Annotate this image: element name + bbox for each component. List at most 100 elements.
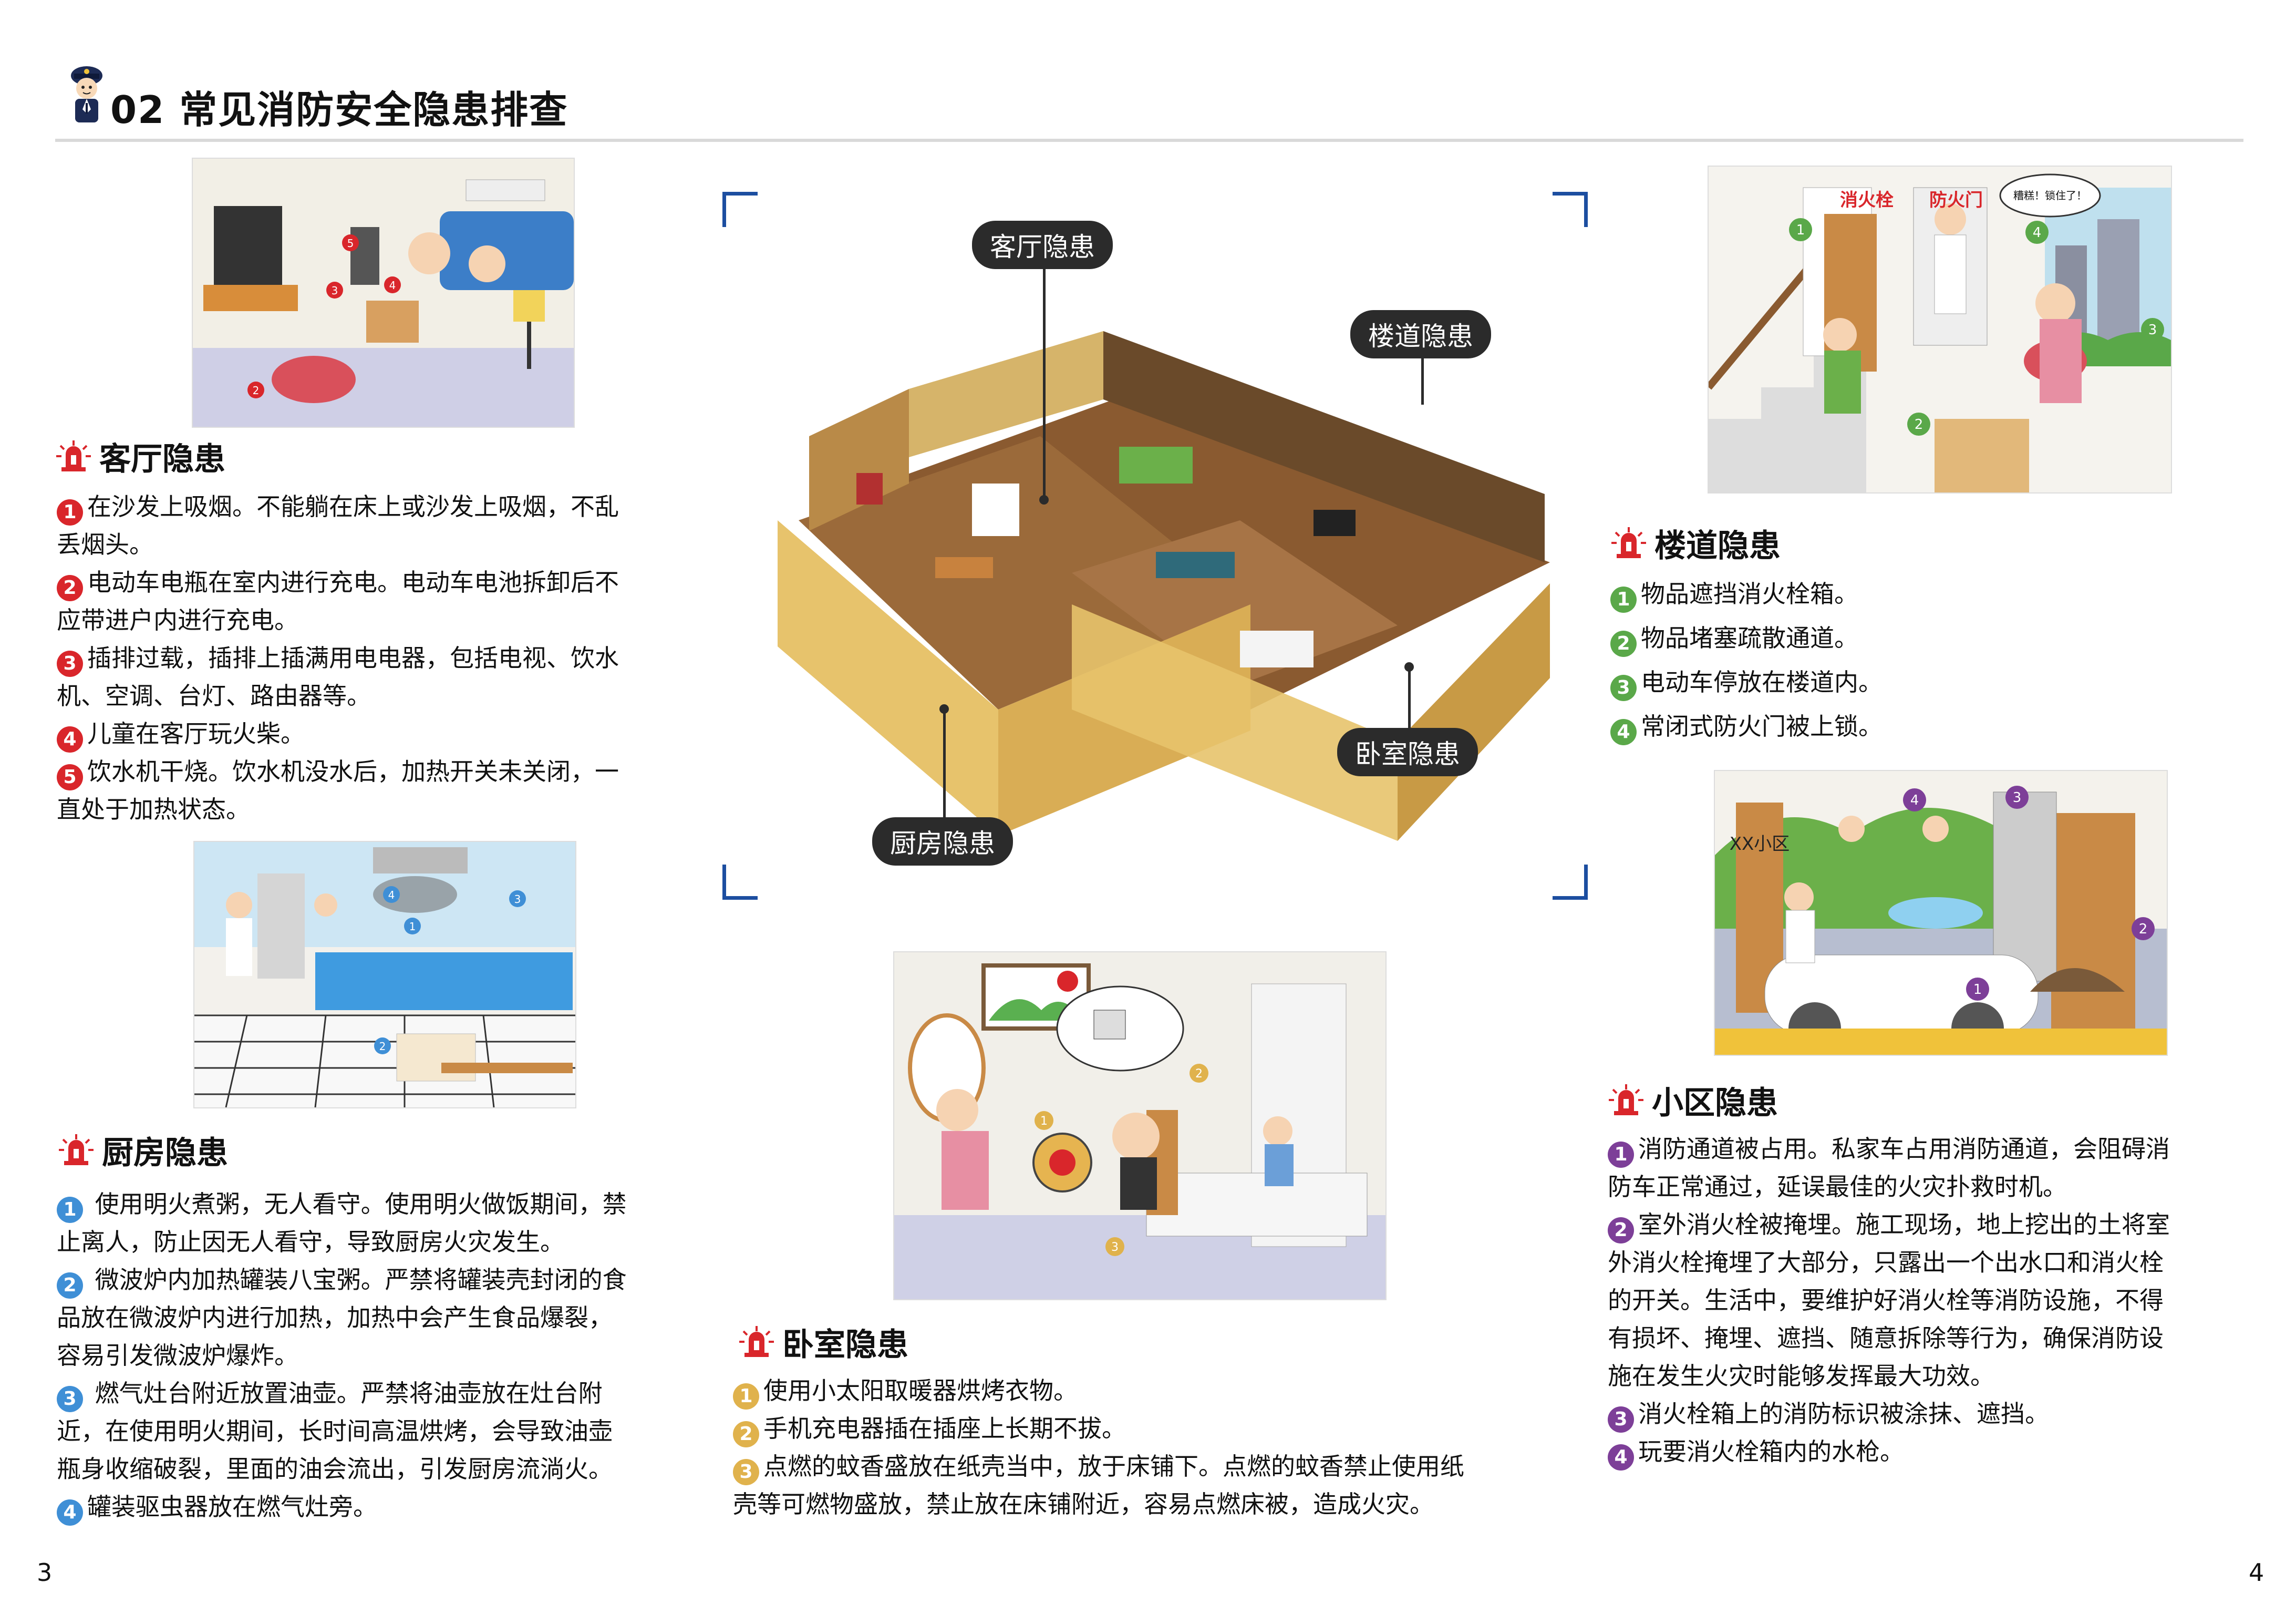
- page-number-right: 4: [2249, 1558, 2264, 1587]
- bedroom-heading: 卧室隐患: [738, 1319, 908, 1365]
- hazard-number-badge: 3: [1610, 675, 1637, 701]
- svg-text:4: 4: [388, 889, 395, 901]
- frame-corner-tl: [722, 192, 758, 227]
- svg-text:3: 3: [2013, 790, 2022, 806]
- hazard-item: 施在发生火灾时能够发挥最大功效。: [1608, 1357, 2285, 1395]
- hazard-number-badge: 3: [57, 1386, 83, 1412]
- fire-alarm-icon: [55, 438, 92, 475]
- section-title: 楼道隐患: [1654, 528, 1781, 564]
- kitchen-hazard-list: 1 使用明火煮粥，无人看守。使用明火做饭期间，禁止离人，防止因无人看守，导致厨房…: [57, 1185, 740, 1526]
- svg-text:4: 4: [2033, 225, 2042, 241]
- callout-stairwell: 楼道隐患: [1350, 310, 1491, 358]
- hazard-item: 近，在使用明火期间，长时间高温烘烤，会导致油壶: [57, 1412, 740, 1450]
- section-title: 小区隐患: [1652, 1085, 1778, 1122]
- fire-alarm-icon: [1608, 1082, 1645, 1119]
- hazard-text: 丢烟头。: [57, 530, 153, 559]
- svg-text:4: 4: [1910, 793, 1919, 808]
- hazard-text: 应带进户内进行充电。: [57, 606, 298, 634]
- hazard-item: 防车正常通过，延误最佳的火灾扑救时机。: [1608, 1168, 2285, 1206]
- fire-alarm-icon: [738, 1324, 775, 1361]
- hazard-text: 使用小太阳取暖器烘烤衣物。: [763, 1376, 1078, 1405]
- stair-firedoor-label: 防火门: [1929, 190, 1983, 211]
- svg-text:2: 2: [2139, 921, 2148, 937]
- hazard-number-badge: 3: [57, 651, 83, 677]
- hazard-item: 有损坏、掩埋、遮挡、随意拆除等行为，确保消防设: [1608, 1319, 2285, 1357]
- svg-text:2: 2: [1195, 1067, 1203, 1081]
- svg-text:3: 3: [332, 284, 338, 297]
- hazard-item: 1 使用明火煮粥，无人看守。使用明火做饭期间，禁: [57, 1185, 740, 1223]
- hazard-number-badge: 3: [1608, 1406, 1634, 1433]
- community-illustration: XX小区 1 2 3 4: [1714, 770, 2168, 1056]
- svg-text:5: 5: [347, 237, 354, 250]
- hazard-number-badge: 1: [1610, 587, 1637, 613]
- hazard-text: 外消火栓掩埋了大部分，只露出一个出水口和消火栓: [1608, 1248, 2164, 1277]
- leader-dot: [1039, 495, 1049, 505]
- hazard-text: 品放在微波炉内进行加热，加热中会产生食品爆裂，: [57, 1303, 613, 1332]
- hazard-text: 插排过载，插排上插满用电电器，包括电视、饮水: [87, 644, 619, 672]
- hazard-number-badge: 1: [1608, 1142, 1634, 1168]
- hazard-text: 饮水机干烧。饮水机没水后，加热开关未关闭，一: [87, 757, 619, 786]
- hazard-text: 有损坏、掩埋、遮挡、随意拆除等行为，确保消防设: [1608, 1324, 2164, 1352]
- frame-corner-br: [1553, 865, 1588, 900]
- hazard-text: 容易引发微波炉爆炸。: [57, 1341, 298, 1370]
- hazard-text: 物品堵塞疏散通道。: [1641, 624, 1858, 652]
- svg-text:2: 2: [379, 1040, 386, 1053]
- svg-text:1: 1: [1796, 222, 1805, 238]
- hazard-number-badge: 4: [57, 1499, 83, 1526]
- hazard-number-badge: 2: [57, 575, 83, 601]
- hazard-number-badge: 1: [57, 499, 83, 526]
- section-title: 厨房隐患: [102, 1135, 228, 1171]
- stair-speech-bubble: 糟糕！锁住了！: [2013, 189, 2087, 202]
- hazard-text: 防车正常通过，延误最佳的火灾扑救时机。: [1608, 1173, 2067, 1201]
- hazard-text: 使用明火煮粥，无人看守。使用明火做饭期间，禁: [87, 1190, 627, 1218]
- living-room-heading: 客厅隐患: [55, 434, 225, 479]
- hazard-text: 消火栓箱上的消防标识被涂抹、遮挡。: [1638, 1400, 2049, 1428]
- hazard-item: 壳等可燃物盛放，禁止放在床铺附近，容易点燃床被，造成火灾。: [733, 1485, 1574, 1523]
- hazard-text: 儿童在客厅玩火柴。: [87, 719, 305, 748]
- police-mascot-icon: [66, 62, 108, 128]
- hazard-item: 瓶身收缩破裂，里面的油会流出，引发厨房流淌火。: [57, 1450, 740, 1488]
- hazard-item: 直处于加热状态。: [57, 790, 713, 828]
- svg-text:4: 4: [389, 279, 396, 292]
- hazard-text: 近，在使用明火期间，长时间高温烘烤，会导致油壶: [57, 1417, 613, 1445]
- svg-text:3: 3: [514, 893, 521, 906]
- hazard-item: 的开关。生活中，要维护好消火栓等消防设施，不得: [1608, 1281, 2285, 1319]
- hazard-text: 机、空调、台灯、路由器等。: [57, 682, 371, 710]
- stairwell-heading: 楼道隐患: [1610, 520, 1781, 566]
- hazard-number-badge: 5: [57, 764, 83, 790]
- kitchen-illustration: 1 2 3 4: [193, 841, 576, 1108]
- stair-hydrant-label: 消火栓: [1840, 190, 1894, 211]
- hazard-item: 3 燃气灶台附近放置油壶。严禁将油壶放在灶台附: [57, 1374, 740, 1412]
- page-title: 02 常见消防安全隐患排查: [110, 88, 568, 132]
- fire-alarm-icon: [1610, 525, 1647, 562]
- header-divider: [55, 139, 2243, 142]
- hazard-number-badge: 2: [733, 1421, 759, 1447]
- hazard-text: 瓶身收缩破裂，里面的油会流出，引发厨房流淌火。: [57, 1455, 613, 1483]
- kitchen-heading: 厨房隐患: [58, 1127, 228, 1173]
- section-title: 客厅隐患: [99, 441, 225, 478]
- hazard-item: 品放在微波炉内进行加热，加热中会产生食品爆裂，: [57, 1299, 740, 1337]
- hazard-text: 玩要消火栓箱内的水枪。: [1638, 1437, 1904, 1466]
- hazard-text: 物品遮挡消火栓箱。: [1641, 580, 1858, 608]
- leader-line: [1043, 268, 1046, 499]
- stairwell-illustration: 消火栓 防火门 糟糕！锁住了！ 1 2 3 4: [1708, 166, 2172, 494]
- hazard-text: 燃气灶台附近放置油壶。严禁将油壶放在灶台附: [87, 1379, 603, 1407]
- callout-living-room: 客厅隐患: [972, 221, 1113, 269]
- page-number-left: 3: [37, 1558, 53, 1587]
- svg-text:1: 1: [1973, 982, 1982, 998]
- leader-line: [1408, 667, 1411, 728]
